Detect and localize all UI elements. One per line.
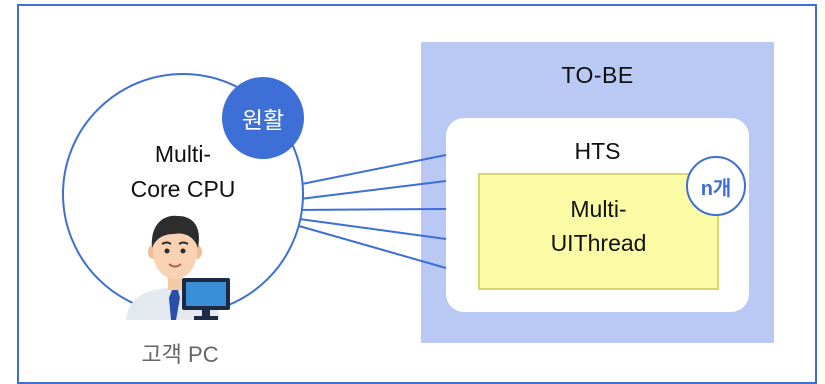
thread-label-line2: UIThread xyxy=(550,230,647,256)
arrow-5 xyxy=(281,216,447,269)
thread-arrows xyxy=(281,154,447,269)
thread-label-line1: Multi- xyxy=(570,196,627,222)
smooth-badge: 원활 xyxy=(222,77,304,159)
arrow-3 xyxy=(281,205,447,216)
count-badge: n개 xyxy=(686,156,746,216)
cpu-label-line1: Multi- xyxy=(154,141,212,167)
arrow-1 xyxy=(281,154,447,193)
client-pc-label: 고객 PC xyxy=(141,342,219,367)
multi-uithread-box xyxy=(478,173,719,290)
hts-title: HTS xyxy=(574,138,621,164)
tobe-title: TO-BE xyxy=(561,62,634,88)
customer-with-monitor-icon xyxy=(126,215,230,320)
arrow-4 xyxy=(281,211,447,240)
cpu-label-line2: Core CPU xyxy=(130,176,236,202)
arrow-2 xyxy=(281,180,447,207)
